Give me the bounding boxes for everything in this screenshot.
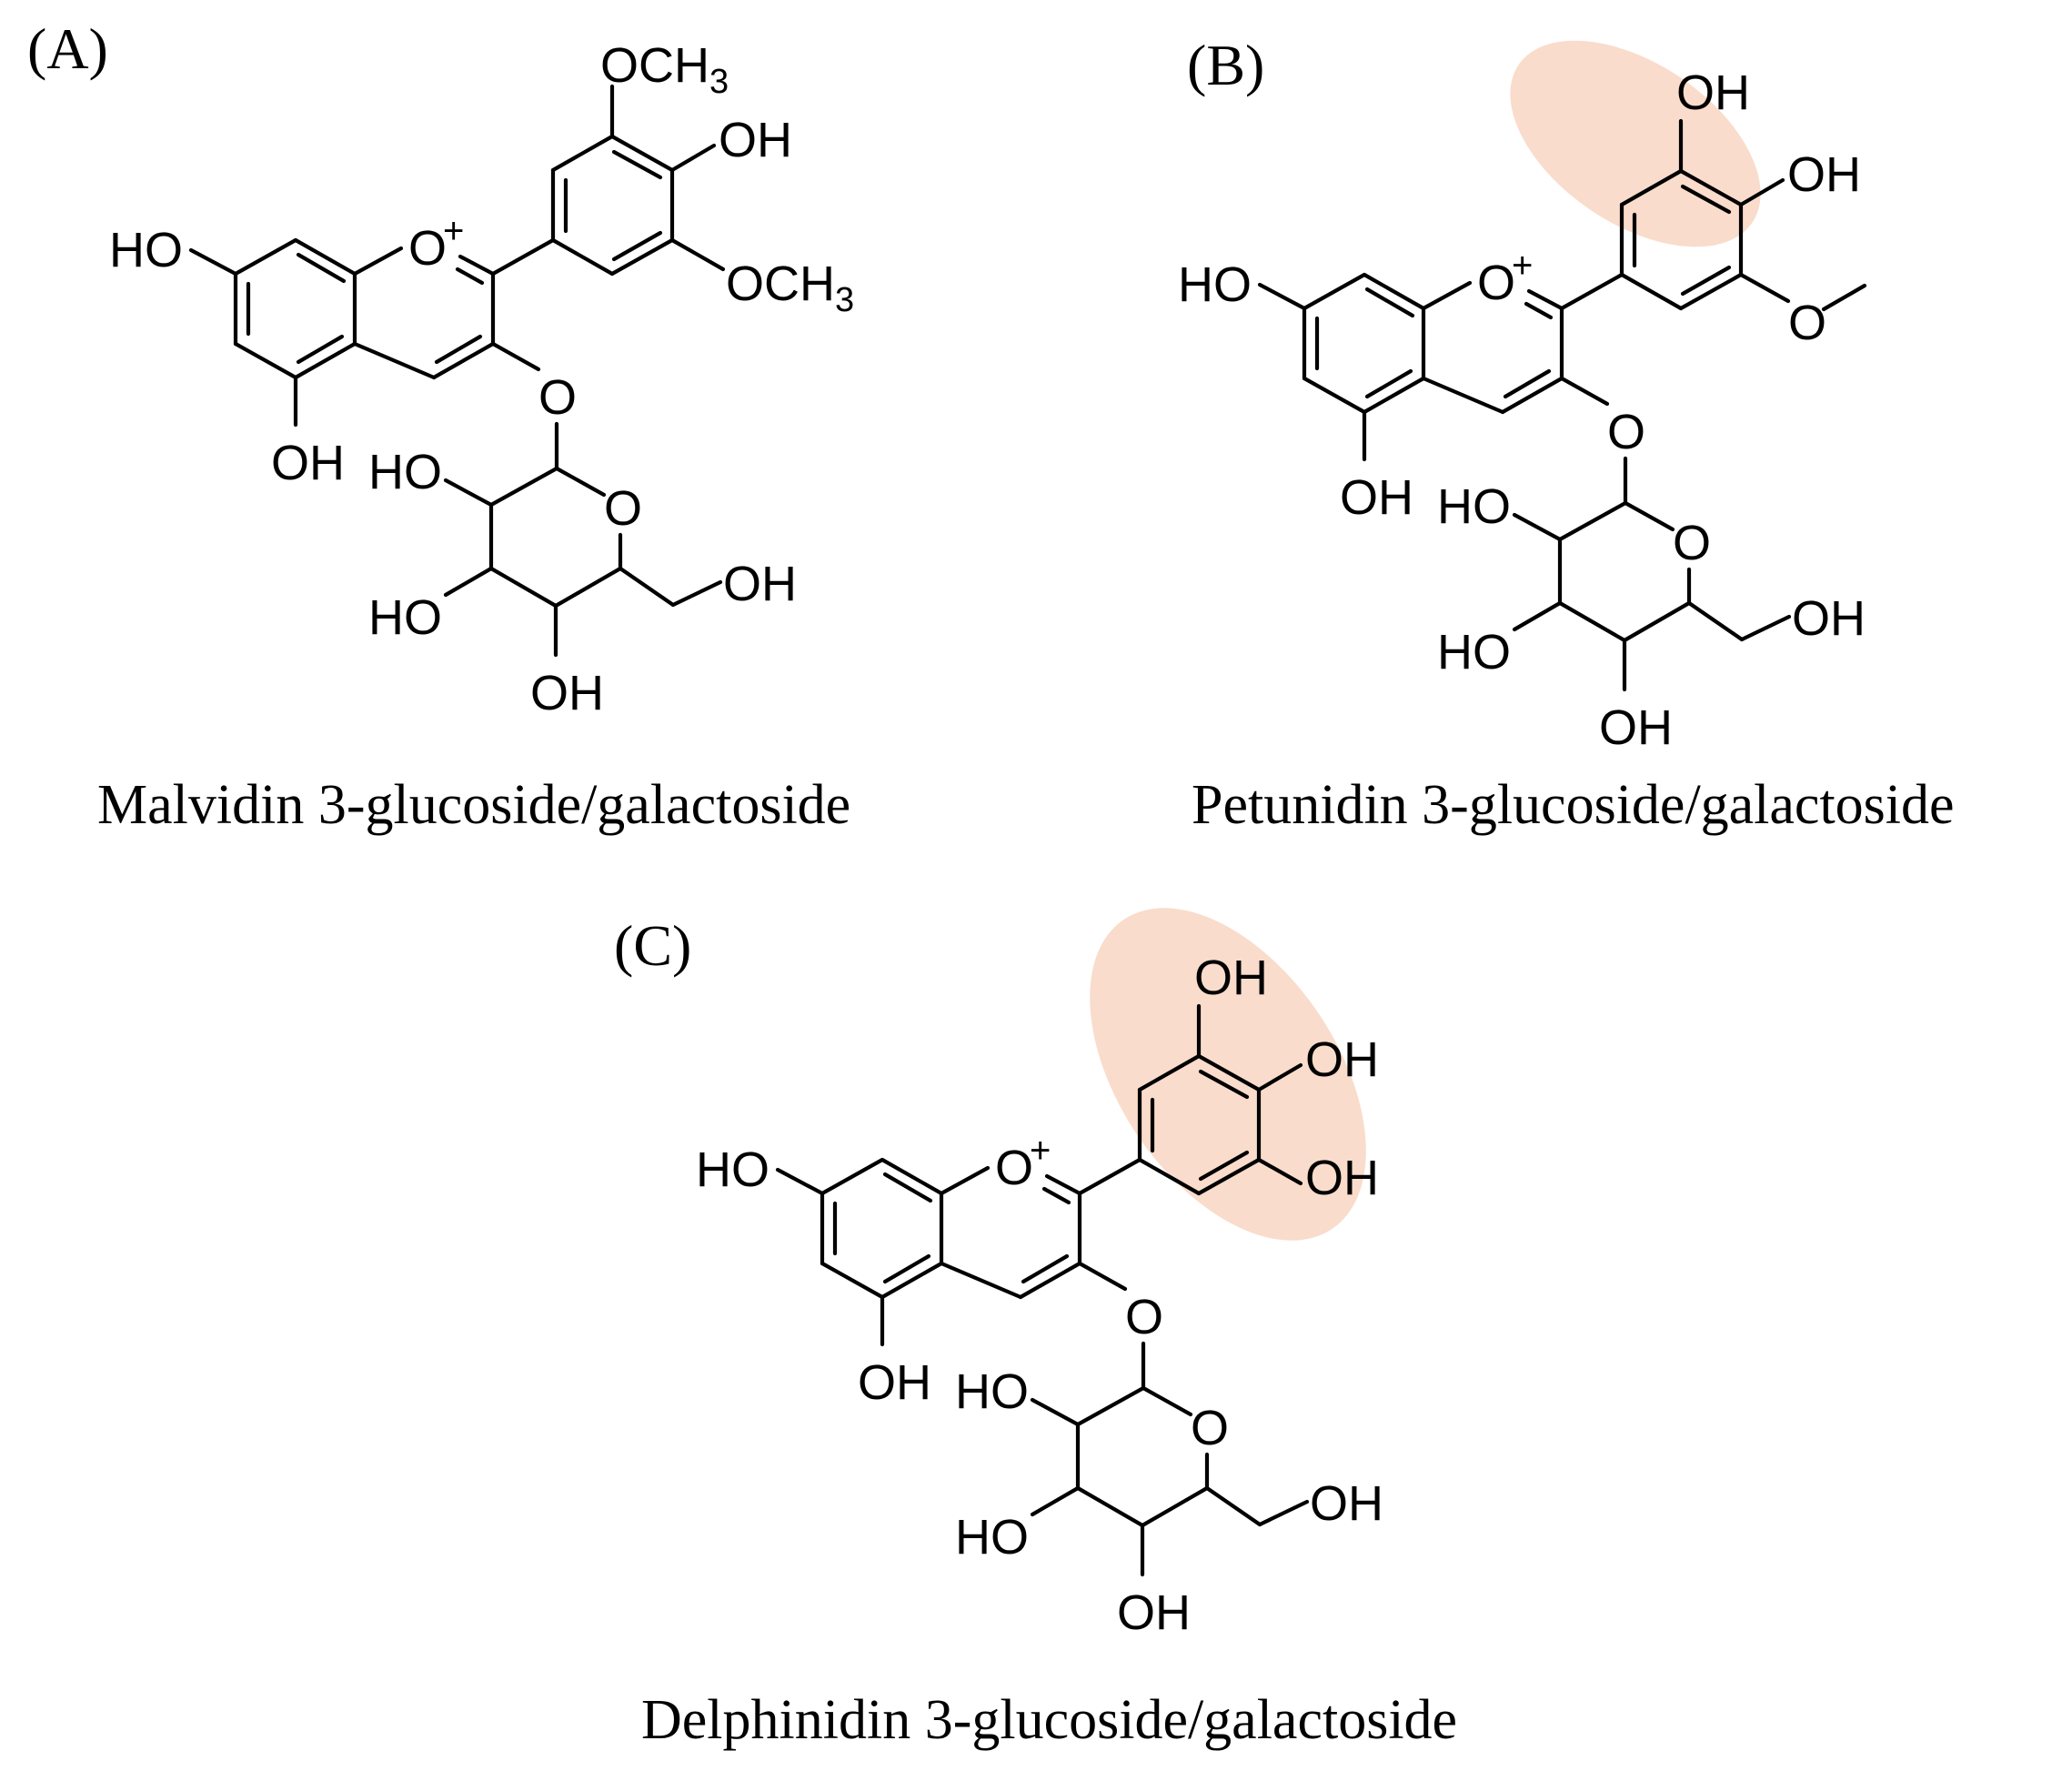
svg-text:O: O — [1125, 1290, 1163, 1344]
sugar-oh-6: OH — [1310, 1476, 1383, 1531]
oh-5: OH — [858, 1355, 931, 1410]
b-ring — [1077, 1053, 1262, 1196]
a-ring — [233, 237, 357, 380]
sugar: O O — [1030, 1261, 1310, 1577]
sugar-oh-2: HO — [1437, 479, 1511, 534]
svg-text:O: O — [1673, 516, 1711, 570]
a-ring — [820, 1157, 944, 1300]
svg-text:+: + — [1512, 246, 1533, 286]
oh-7: HO — [696, 1142, 769, 1197]
svg-text:O: O — [1607, 405, 1645, 459]
sugar-oh-4: OH — [1117, 1585, 1191, 1640]
oxonium: O + — [1477, 246, 1533, 310]
sugar-oh-4: OH — [1599, 700, 1673, 755]
svg-text:O: O — [1191, 1401, 1229, 1455]
sugar-oh-3: HO — [1437, 625, 1511, 679]
c-ring — [1421, 280, 1564, 415]
och3-5prime: OCH3 — [726, 257, 854, 319]
sugar-oh-4: OH — [530, 666, 604, 720]
sugar-oh-3: HO — [368, 590, 442, 645]
a-ring — [1302, 272, 1426, 415]
caption-b: Petunidin 3-glucoside/galactoside — [1192, 774, 1955, 836]
oh-3prime: OH — [1194, 951, 1268, 1005]
panel-label-b: (B) — [1187, 33, 1264, 97]
caption-a: Malvidin 3-glucoside/galactoside — [97, 774, 850, 836]
sugar: O O — [443, 341, 723, 658]
panel-petunidin: (B) O + HO OH — [1178, 33, 1955, 836]
oh-5: OH — [271, 436, 345, 490]
och3-3prime: OCH3 — [600, 38, 729, 101]
sugar-oh-2: HO — [955, 1364, 1029, 1419]
sugar-oh-6: OH — [723, 557, 797, 611]
oxonium: O + — [995, 1131, 1051, 1195]
sugar-oh-2: HO — [368, 445, 442, 499]
svg-text:O: O — [604, 481, 642, 536]
oh-5: OH — [1340, 470, 1413, 525]
svg-text:+: + — [1030, 1131, 1051, 1171]
b-ring — [1559, 168, 1744, 311]
svg-text:O: O — [538, 370, 577, 425]
svg-text:O: O — [995, 1141, 1033, 1195]
methoxy-o: O — [1788, 296, 1826, 350]
oh-7: HO — [109, 223, 183, 277]
oh-7: HO — [1178, 257, 1252, 312]
oh-5prime: OH — [1305, 1151, 1379, 1205]
oh-3prime: OH — [1676, 65, 1750, 120]
panel-label-a: (A) — [27, 16, 108, 81]
svg-text:+: + — [443, 211, 464, 251]
sugar-oh-6: OH — [1792, 591, 1866, 646]
methyl-bond — [1821, 283, 1867, 312]
c-ring — [352, 246, 496, 380]
panel-delphinidin: (C) O + HO OH — [614, 908, 1457, 1751]
oxonium: O + — [408, 211, 464, 276]
b-ring — [490, 134, 675, 277]
svg-text:O: O — [1477, 256, 1515, 310]
sugar-oh-3: HO — [955, 1510, 1029, 1565]
oh-4prime: OH — [719, 113, 792, 167]
oh-4prime: OH — [1787, 147, 1861, 202]
c-ring — [939, 1165, 1082, 1300]
svg-text:O: O — [408, 221, 447, 276]
panel-malvidin: (A) O + HO O — [27, 16, 854, 836]
panel-label-c: (C) — [614, 913, 691, 978]
oh-4prime: OH — [1305, 1032, 1379, 1087]
sugar: O O — [1512, 376, 1792, 692]
caption-c: Delphinidin 3-glucoside/galactoside — [641, 1689, 1457, 1751]
